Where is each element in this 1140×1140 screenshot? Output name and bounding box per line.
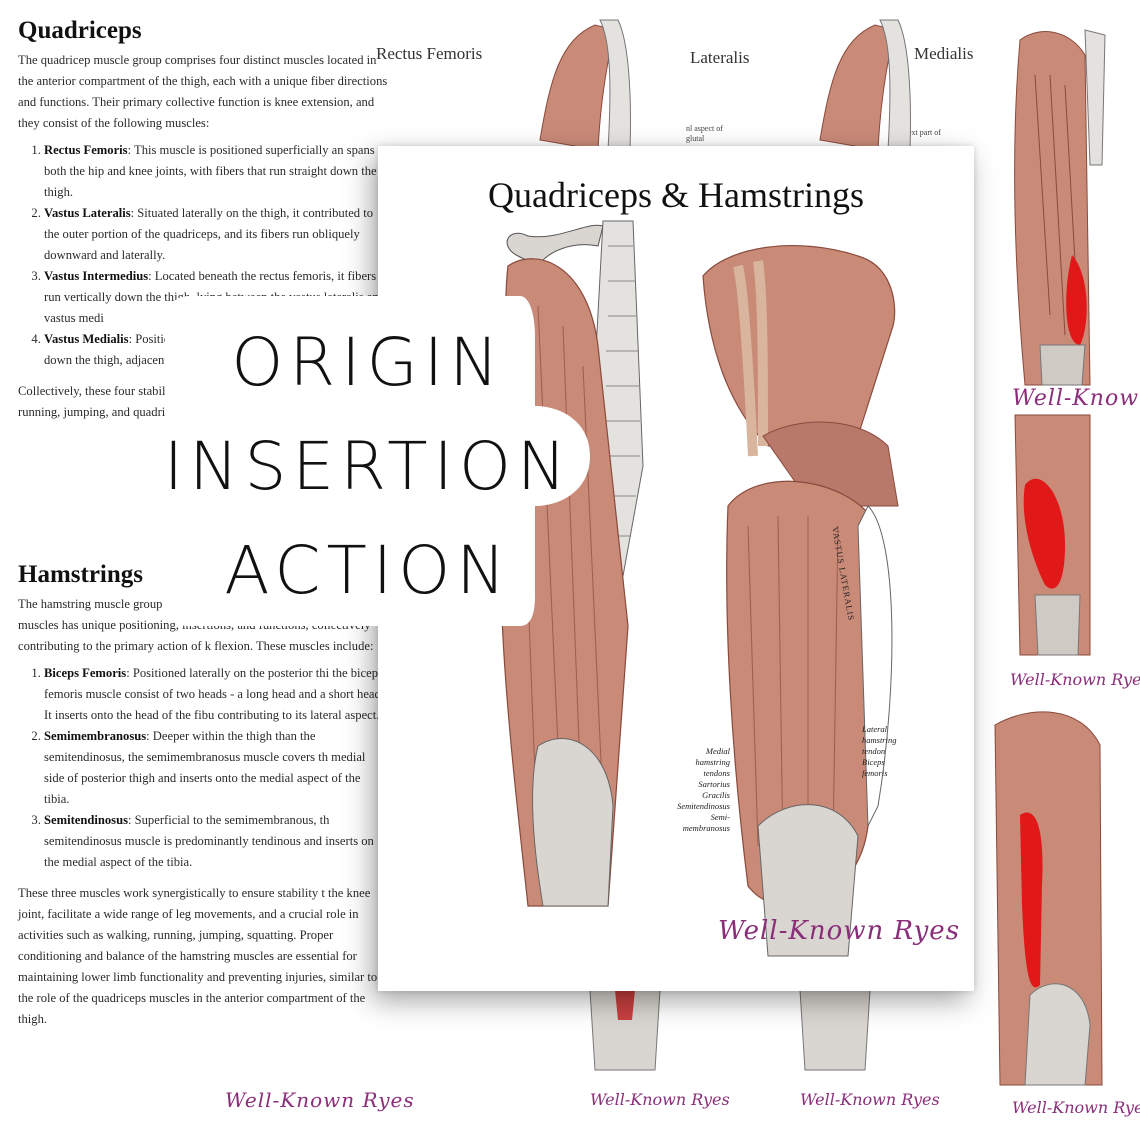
label: tendon xyxy=(862,746,886,756)
muscle-name: Rectus Femoris xyxy=(44,143,128,157)
muscle-name: Biceps Femoris xyxy=(44,666,127,680)
quadriceps-heading: Quadriceps xyxy=(18,17,142,44)
label: Medial xyxy=(705,746,730,756)
bg-small-label: nl aspect of glutal xyxy=(686,124,723,143)
muscle-description: : Situated laterally on the thigh, it co… xyxy=(44,206,374,262)
signature-mark: Well-Known Ryes xyxy=(590,1090,730,1109)
label: membranosus xyxy=(682,823,730,833)
label: hamstring xyxy=(862,735,897,745)
label: hamstring xyxy=(695,757,730,767)
muscle-description: : Positioned laterally on the posterior … xyxy=(44,666,384,722)
label: Semi- xyxy=(710,812,730,822)
lateral-label-group: Lateral hamstring tendon Biceps femoris xyxy=(862,724,922,779)
right-column-thumbnails: Well-Known Ryes Well-Known Ryes Well-Kno… xyxy=(994,29,1140,1117)
overlay-panel-bg xyxy=(165,296,590,626)
overlay-word-origin: ORIGIN xyxy=(231,324,505,401)
list-item: Vastus Lateralis: Situated laterally on … xyxy=(44,203,388,266)
muscle-name: Vastus Lateralis xyxy=(44,206,131,220)
hamstrings-list: Biceps Femoris: Positioned laterally on … xyxy=(18,663,388,873)
thumb-vastus-medialis xyxy=(1014,29,1106,386)
muscle-description: : This muscle is positioned superficiall… xyxy=(44,143,377,199)
signature-mark: Well-Known Ryes xyxy=(1012,386,1140,411)
label: Lateral xyxy=(862,724,888,734)
hamstrings-heading: Hamstrings xyxy=(18,561,143,588)
muscle-description: : Superficial to the semimembranous, th … xyxy=(44,813,374,869)
bg-label-lateralis: Lateralis xyxy=(690,48,750,67)
quadriceps-list: Rectus Femoris: This muscle is positione… xyxy=(18,140,388,371)
list-item: Biceps Femoris: Positioned laterally on … xyxy=(44,663,388,726)
label: Semitendinosus xyxy=(677,801,730,811)
bg-leg-illustrations-top xyxy=(539,19,911,150)
hamstrings-section: Hamstrings The hamstring muscle group mu… xyxy=(18,558,388,1036)
label: Sartorius xyxy=(698,779,730,789)
medial-label-group: Medial hamstring tendons Sartorius Graci… xyxy=(668,746,730,834)
label: Gracilis xyxy=(702,790,730,800)
muscle-name: Semitendinosus xyxy=(44,813,128,827)
overlay-word-action: ACTION xyxy=(224,532,512,609)
muscle-name: Vastus Intermedius xyxy=(44,269,149,283)
label: tendons xyxy=(703,768,730,778)
quadriceps-intro: The quadricep muscle group comprises fou… xyxy=(18,53,388,130)
list-item: Semitendinosus: Superficial to the semim… xyxy=(44,810,388,873)
bg-label-medialis: Medialis xyxy=(914,44,974,63)
label: Biceps xyxy=(862,757,885,767)
thumb-semitendinosus xyxy=(994,711,1103,1086)
thumb-vastus-lateralis xyxy=(1014,414,1091,656)
list-item: Semimembranosus: Deeper within the thigh… xyxy=(44,726,388,810)
muscle-description: : Deeper within the thigh than the semit… xyxy=(44,729,366,806)
signature-mark: Well-Known Ryes xyxy=(800,1090,940,1109)
bg-leg-illustrations-bottom: Well-Known Ryes Well-Known Ryes xyxy=(589,990,940,1109)
list-item: Rectus Femoris: This muscle is positione… xyxy=(44,140,388,203)
signature: Well-Known Ryes xyxy=(225,1088,415,1112)
label: femoris xyxy=(862,768,888,778)
signature-mark: Well-Known Ryes xyxy=(1010,670,1140,689)
bg-small-label: ext part of xyxy=(908,128,941,137)
hamstrings-outro: These three muscles work synergistically… xyxy=(18,886,378,1026)
muscle-name: Semimembranosus xyxy=(44,729,147,743)
card-signature: Well-Known Ryes xyxy=(718,916,961,946)
muscle-name: Vastus Medialis xyxy=(44,332,129,346)
bg-label-rectus-femoris: Rectus Femoris xyxy=(376,44,483,63)
posterior-leg-illustration xyxy=(702,244,899,957)
card-title: Quadriceps & Hamstrings xyxy=(488,175,864,215)
overlay-word-insertion: INSERTION xyxy=(163,428,573,505)
signature-mark: Well-Known Ryes xyxy=(1012,1098,1140,1117)
